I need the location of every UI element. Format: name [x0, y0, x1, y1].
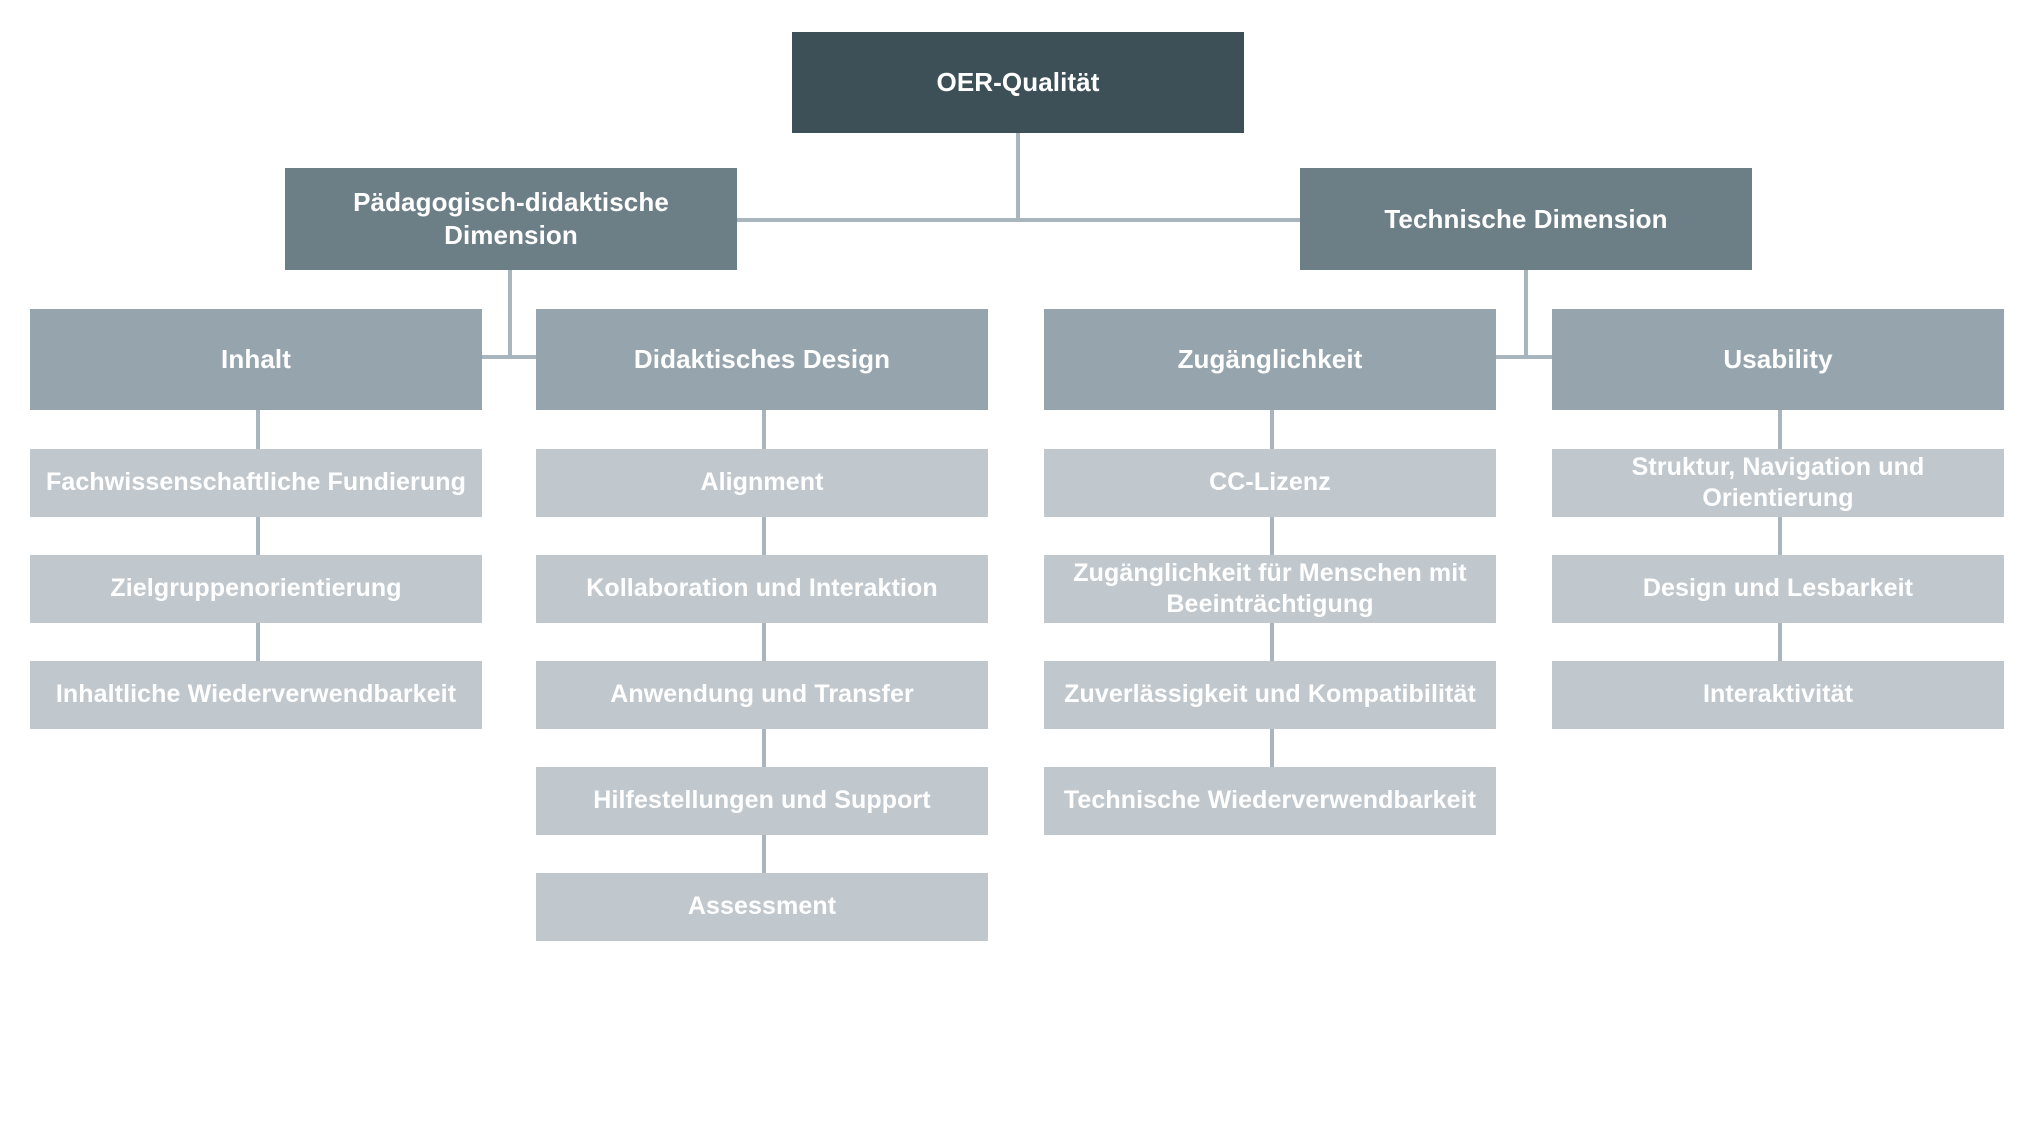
- connector-didaktik-2: [762, 516, 766, 556]
- node-category-didaktisches-design[interactable]: Didaktisches Design: [536, 309, 988, 410]
- connector-dim-tech-bus: [1270, 355, 1806, 359]
- node-criterion-interaktivitaet[interactable]: Interaktivität: [1552, 661, 2004, 729]
- connector-didaktik-4: [762, 728, 766, 768]
- connector-zugang-1: [1270, 410, 1274, 450]
- node-criterion-inhaltliche-wiederverwendbarkeit[interactable]: Inhaltliche Wiederverwendbarkeit: [30, 661, 482, 729]
- node-criterion-kollaboration-und-interaktion[interactable]: Kollaboration und Interaktion: [536, 555, 988, 623]
- connector-zugang-2: [1270, 516, 1274, 556]
- node-criterion-zielgruppenorientierung[interactable]: Zielgruppenorientierung: [30, 555, 482, 623]
- node-criterion-cc-lizenz[interactable]: CC-Lizenz: [1044, 449, 1496, 517]
- node-criterion-assessment[interactable]: Assessment: [536, 873, 988, 941]
- connector-usability-3: [1778, 622, 1782, 662]
- node-criterion-alignment[interactable]: Alignment: [536, 449, 988, 517]
- connector-dim-paed-bus: [256, 355, 792, 359]
- connector-zugang-3: [1270, 622, 1274, 662]
- node-criterion-design-und-lesbarkeit[interactable]: Design und Lesbarkeit: [1552, 555, 2004, 623]
- connector-usability-2: [1778, 516, 1782, 556]
- node-category-usability[interactable]: Usability: [1552, 309, 2004, 410]
- node-criterion-struktur-navigation-orientierung[interactable]: Struktur, Navigation und Orientierung: [1552, 449, 2004, 517]
- connector-dim-tech-stem: [1524, 270, 1528, 359]
- node-category-zugaenglichkeit[interactable]: Zugänglichkeit: [1044, 309, 1496, 410]
- connector-root-bus: [508, 218, 1528, 222]
- connector-inhalt-1: [256, 410, 260, 450]
- connector-inhalt-3: [256, 622, 260, 662]
- node-category-inhalt[interactable]: Inhalt: [30, 309, 482, 410]
- node-criterion-technische-wiederverwendbarkeit[interactable]: Technische Wiederverwendbarkeit: [1044, 767, 1496, 835]
- connector-didaktik-5: [762, 834, 766, 874]
- connector-root-stem: [1016, 133, 1020, 222]
- node-criterion-zuverlaessigkeit-und-kompatibilitaet[interactable]: Zuverlässigkeit und Kompatibilität: [1044, 661, 1496, 729]
- connector-didaktik-3: [762, 622, 766, 662]
- node-criterion-hilfestellungen-und-support[interactable]: Hilfestellungen und Support: [536, 767, 988, 835]
- connector-didaktik-1: [762, 410, 766, 450]
- node-root-oer-qualitaet[interactable]: OER-Qualität: [792, 32, 1244, 133]
- node-dimension-paedagogisch-didaktisch[interactable]: Pädagogisch-didaktische Dimension: [285, 168, 737, 270]
- node-dimension-technische[interactable]: Technische Dimension: [1300, 168, 1752, 270]
- node-criterion-anwendung-und-transfer[interactable]: Anwendung und Transfer: [536, 661, 988, 729]
- connector-inhalt-2: [256, 516, 260, 556]
- node-criterion-fachwissenschaftliche-fundierung[interactable]: Fachwissenschaftliche Fundierung: [30, 449, 482, 517]
- connector-usability-1: [1778, 410, 1782, 450]
- connector-zugang-4: [1270, 728, 1274, 768]
- node-criterion-zugaenglichkeit-menschen-beeintraechtigung[interactable]: Zugänglichkeit für Menschen mit Beeinträ…: [1044, 555, 1496, 623]
- connector-dim-paed-stem: [508, 270, 512, 359]
